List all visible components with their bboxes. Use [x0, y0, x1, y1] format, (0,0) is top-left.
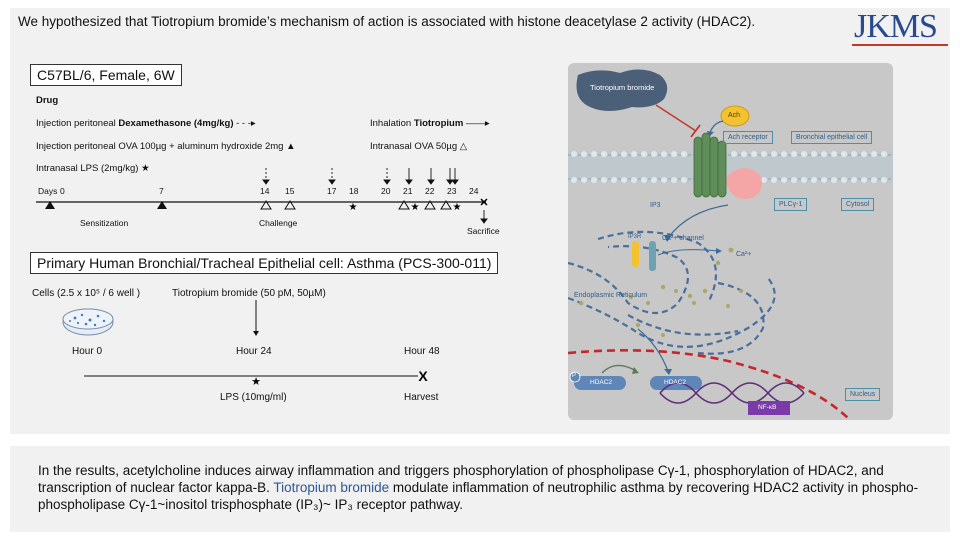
sensitization-label: Sensitization: [80, 218, 129, 228]
slide-heading: We hypothesized that Tiotropium bromide’…: [18, 14, 756, 29]
day-7: 7: [159, 186, 164, 196]
hour-48-label: Hour 48: [404, 346, 440, 357]
mouse-protocol-title: C57BL/6, Female, 6W: [30, 64, 182, 86]
ach-receptor-label: Ach receptor: [723, 131, 773, 144]
ip3-arrow: [667, 204, 729, 239]
er-label: Endoplasmic Reticulum: [574, 292, 648, 299]
bottom-panel: [10, 446, 950, 532]
summary-highlight: Tiotropium bromide: [273, 480, 390, 495]
hdac2-label: HDAC2: [664, 379, 687, 386]
bronchial-cell-label: Bronchial epithelial cell: [791, 131, 873, 144]
ova-ip-marker: [157, 201, 167, 209]
ova-ip-marker: [45, 201, 55, 209]
day-14: 14: [260, 186, 270, 196]
nuclear-membrane: [568, 349, 849, 419]
ach-label: Ach: [728, 112, 741, 119]
tiotropium-label: Tiotropium bromide: [590, 83, 655, 92]
tiotropium-shape: [576, 69, 668, 111]
harvest-marker: X: [418, 368, 428, 384]
phospho-label: P: [572, 373, 577, 379]
ova-in-marker: [424, 200, 436, 210]
ca-channel-label: Ca²+ channel: [662, 235, 704, 242]
logo-underline: [852, 44, 948, 46]
ip3-label: IP3: [650, 202, 661, 209]
challenge-label: Challenge: [259, 218, 298, 228]
day-18: 18: [349, 186, 359, 196]
nfkb-label: NF-κB: [758, 404, 777, 411]
nucleus-label: Nucleus: [845, 388, 881, 401]
ova-in-marker: [398, 200, 410, 210]
mechanism-graphic: [568, 69, 893, 419]
lps-legend: Intranasal LPS (2mg/kg) ★: [36, 163, 150, 174]
phospho-hdac2-label: HDAC2: [590, 379, 613, 386]
hour-0-label: Hour 0: [72, 346, 103, 357]
ova-in-marker: [260, 200, 272, 210]
ip3r-label: IP3R: [628, 234, 642, 240]
sacrifice-marker: ✕: [479, 197, 488, 209]
mechanism-figure: Tiotropium bromide Ach Ach receptor Bron…: [568, 63, 893, 420]
ca-label: Ca²+: [736, 251, 752, 258]
drug-heading: Drug: [36, 95, 59, 106]
lps-marker: ★: [349, 202, 358, 213]
sacrifice-label: Sacrifice: [467, 226, 500, 236]
day-17: 17: [327, 186, 337, 196]
hour-24-label: Hour 24: [236, 346, 272, 357]
day-21: 21: [403, 186, 413, 196]
tiotropium-legend: Inhalation Tiotropium ——▸: [370, 118, 490, 129]
ach-molecule: [720, 105, 750, 127]
cells-label: Cells (2.5 x 10⁵ / 6 well ): [32, 288, 141, 299]
cytosol-label: Cytosol: [841, 198, 875, 211]
lps-marker: ★: [251, 376, 261, 388]
ca-channel-shape: [649, 241, 656, 271]
tiotropium-dose-label: Tiotropium bromide (50 pM, 50µM): [172, 288, 326, 299]
ach-receptor-shape: [693, 132, 727, 198]
day-23: 23: [447, 186, 457, 196]
phospho-hdac2-shape: [574, 376, 626, 390]
day-15: 15: [285, 186, 295, 196]
lps-marker: ★: [411, 202, 420, 213]
day-20: 20: [381, 186, 391, 196]
days-label: Days: [38, 186, 58, 196]
harvest-label: Harvest: [404, 392, 439, 403]
lps-dose-label: LPS (10mg/ml): [220, 392, 287, 403]
day-0: 0: [60, 186, 65, 196]
ip3r-shape: [632, 241, 639, 267]
journal-logo: JKMS: [854, 8, 938, 45]
ova-in-marker: [440, 200, 452, 210]
inhibition-line: [655, 104, 697, 132]
cell-protocol-title: Primary Human Bronchial/Tracheal Epithel…: [30, 252, 499, 274]
ova-ip-legend: Injection peritoneal OVA 100µg + aluminu…: [36, 141, 296, 152]
day-22: 22: [425, 186, 435, 196]
lps-marker: ★: [453, 202, 462, 213]
ova-in-marker: [284, 200, 296, 210]
day-24: 24: [469, 186, 479, 196]
plc-shape: [726, 168, 762, 199]
ova-in-legend: Intranasal OVA 50µg △: [370, 141, 468, 152]
dexamethasone-legend: Injection peritoneal Dexamethasone (4mg/…: [36, 118, 256, 129]
nfkb-shape: [748, 401, 790, 415]
plc-label: PLCγ-1: [774, 198, 808, 211]
summary-text: In the results, acetylcholine induces ai…: [38, 463, 919, 512]
